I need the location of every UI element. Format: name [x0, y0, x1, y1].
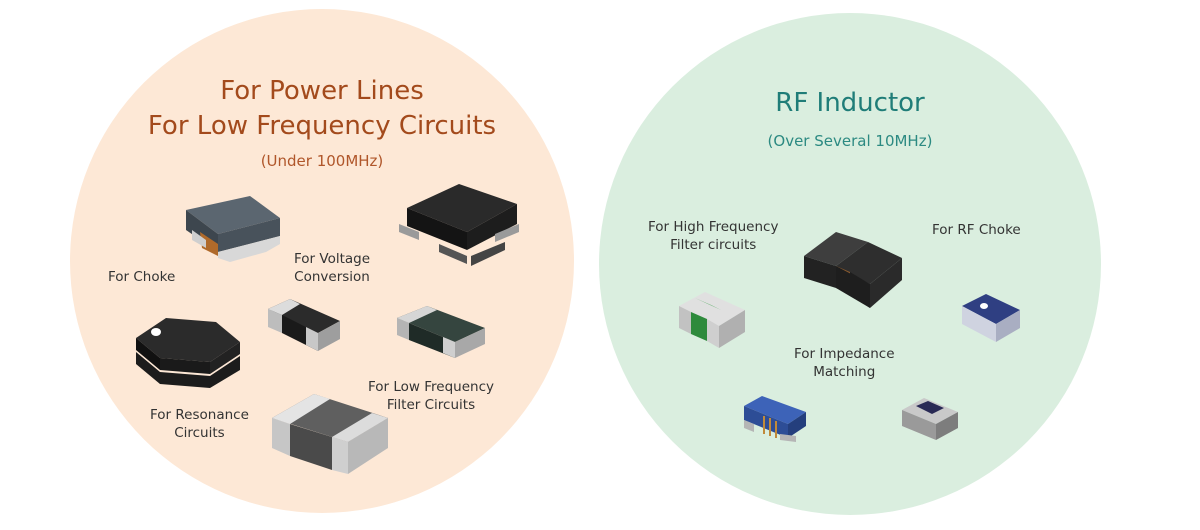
left-title-line-1: For Power Lines — [220, 76, 424, 106]
chip-inductor-black-image — [268, 299, 340, 351]
blue-wire-wound-inductor-image — [744, 396, 806, 442]
wire-wound-rf-inductor-image — [804, 232, 902, 308]
green-chip-inductor-image — [679, 292, 745, 348]
chip-inductor-dark-green-image — [397, 306, 485, 358]
label-for-low-frequency-filter: For Low Frequency Filter Circuits — [368, 379, 495, 413]
label-for-impedance-matching: For Impedance Matching — [794, 346, 895, 380]
label-for-choke: For Choke — [108, 269, 176, 285]
right-title: RF Inductor — [775, 88, 925, 118]
right-subtitle: (Over Several 10MHz) — [767, 132, 933, 150]
large-chip-inductor-image — [272, 394, 388, 474]
drum-core-inductor-image — [136, 318, 240, 388]
label-for-high-frequency-filter: For High Frequency Filter circuits — [648, 219, 779, 253]
left-title-line-2: For Low Frequency Circuits — [147, 111, 497, 141]
label-for-rf-choke: For RF Choke — [932, 222, 1021, 238]
gray-chip-inductor-image — [902, 398, 958, 440]
black-power-inductor-image — [399, 184, 519, 266]
label-for-voltage-conversion: For Voltage Conversion — [294, 251, 371, 285]
left-subtitle: (Under 100MHz) — [260, 152, 384, 170]
label-for-resonance-circuits: For Resonance Circuits — [150, 407, 249, 441]
shielded-power-inductor-image — [186, 196, 280, 262]
blue-chip-inductor-image — [962, 294, 1020, 342]
